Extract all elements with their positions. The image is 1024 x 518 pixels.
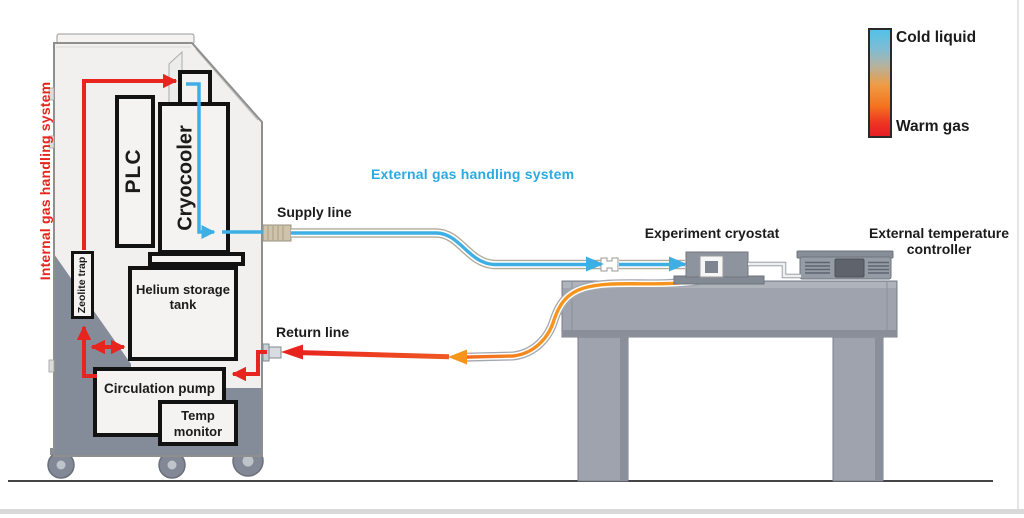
temperature-controller-device [796, 250, 894, 280]
cryocooler-base-flange [148, 252, 245, 266]
zeolite-trap-label: Zeolite trap [76, 256, 88, 314]
supply-flow-arrow-icon [586, 256, 604, 272]
legend-cold-label: Cold liquid [896, 29, 977, 46]
tube-connector [600, 257, 619, 272]
legend-warm-label: Warm gas [896, 118, 970, 135]
controller-screen [834, 258, 865, 278]
internal-cold-liquid-lines [186, 82, 263, 239]
experiment-cryostat-label: Experiment cryostat [644, 225, 780, 241]
helium-tank-label: Helium storage tank [136, 282, 230, 313]
right-frame-strip [1017, 0, 1019, 509]
supply-line-tube [262, 224, 687, 272]
cryocooler-box [158, 102, 230, 254]
trap-to-cryocooler-line [82, 73, 178, 250]
pump-to-trap-line [76, 325, 97, 378]
temp-monitor-box: Temp monitor [158, 400, 238, 446]
return-flow-arrow-icon [281, 344, 303, 360]
temp-monitor-label: Temp monitor [173, 408, 223, 439]
helium-tank-box: Helium storage tank [128, 266, 238, 361]
supply-line-label: Supply line [277, 204, 352, 220]
plc-box [115, 95, 155, 248]
controller-vent-right-icon [868, 261, 889, 274]
internal-warm-gas-lines [76, 73, 267, 382]
sensor-cable [748, 261, 801, 279]
external-controller-label: External temperature controller [868, 225, 1010, 257]
circulation-pump-label: Circulation pump [104, 381, 215, 396]
return-line-label: Return line [276, 324, 350, 340]
controller-vent-left-icon [805, 261, 830, 274]
zeolite-trap-box [71, 251, 94, 319]
cryocooler-head-box [178, 70, 212, 106]
return-flow-arrow-icon [448, 349, 467, 365]
table-leg-right [832, 336, 884, 482]
table [561, 280, 898, 482]
internal-system-label: Internal gas handling system [37, 81, 53, 281]
cryocooler-label: Cryocooler [174, 125, 197, 231]
plc-label: PLC [122, 148, 145, 194]
cryocooler-supply-line [186, 82, 216, 239]
cryostat-device [673, 251, 765, 285]
supply-flow-arrow-icon [669, 256, 687, 272]
bottom-frame-strip [0, 509, 1024, 514]
external-system-label: External gas handling system [371, 166, 575, 182]
temperature-gradient-legend [868, 28, 892, 138]
table-leg-left [577, 336, 629, 482]
port-to-pump-line [231, 350, 267, 382]
